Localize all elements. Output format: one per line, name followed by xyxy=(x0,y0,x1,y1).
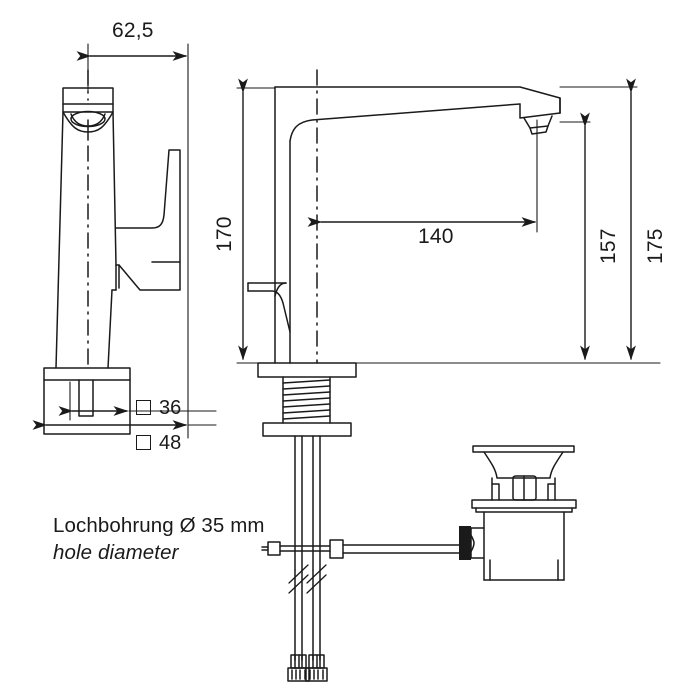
dim-140 xyxy=(307,119,538,233)
front-view-faucet xyxy=(236,69,661,437)
dim-label-36: 36 xyxy=(136,398,181,418)
dim-label-140: 140 xyxy=(418,225,454,248)
dim-label-36-value: 36 xyxy=(159,397,182,419)
dim-label-48-value: 48 xyxy=(159,432,182,454)
note-hole-diameter-de: Lochbohrung Ø 35 mm xyxy=(53,514,265,537)
dim-36-48 xyxy=(32,381,217,430)
dim-label-170: 170 xyxy=(213,216,236,252)
square-symbol-icon xyxy=(136,435,151,450)
pull-rod-linkage xyxy=(261,539,464,559)
dim-label-48: 48 xyxy=(136,433,181,453)
dim-157 xyxy=(559,112,591,361)
dim-label-157: 157 xyxy=(597,228,620,264)
pop-up-waste-assembly xyxy=(465,445,577,581)
dim-label-175: 175 xyxy=(644,228,667,264)
note-hole-diameter-en: hole diameter xyxy=(53,541,179,564)
dim-62-5 xyxy=(76,43,189,439)
waste-inlet-gasket xyxy=(459,526,471,560)
side-view-faucet xyxy=(43,69,181,435)
dim-label-62-5: 62,5 xyxy=(112,19,154,42)
square-symbol-icon xyxy=(136,400,151,415)
flexible-supply-hoses xyxy=(287,435,328,682)
dim-170 xyxy=(236,78,276,361)
dim-175 xyxy=(559,78,638,361)
